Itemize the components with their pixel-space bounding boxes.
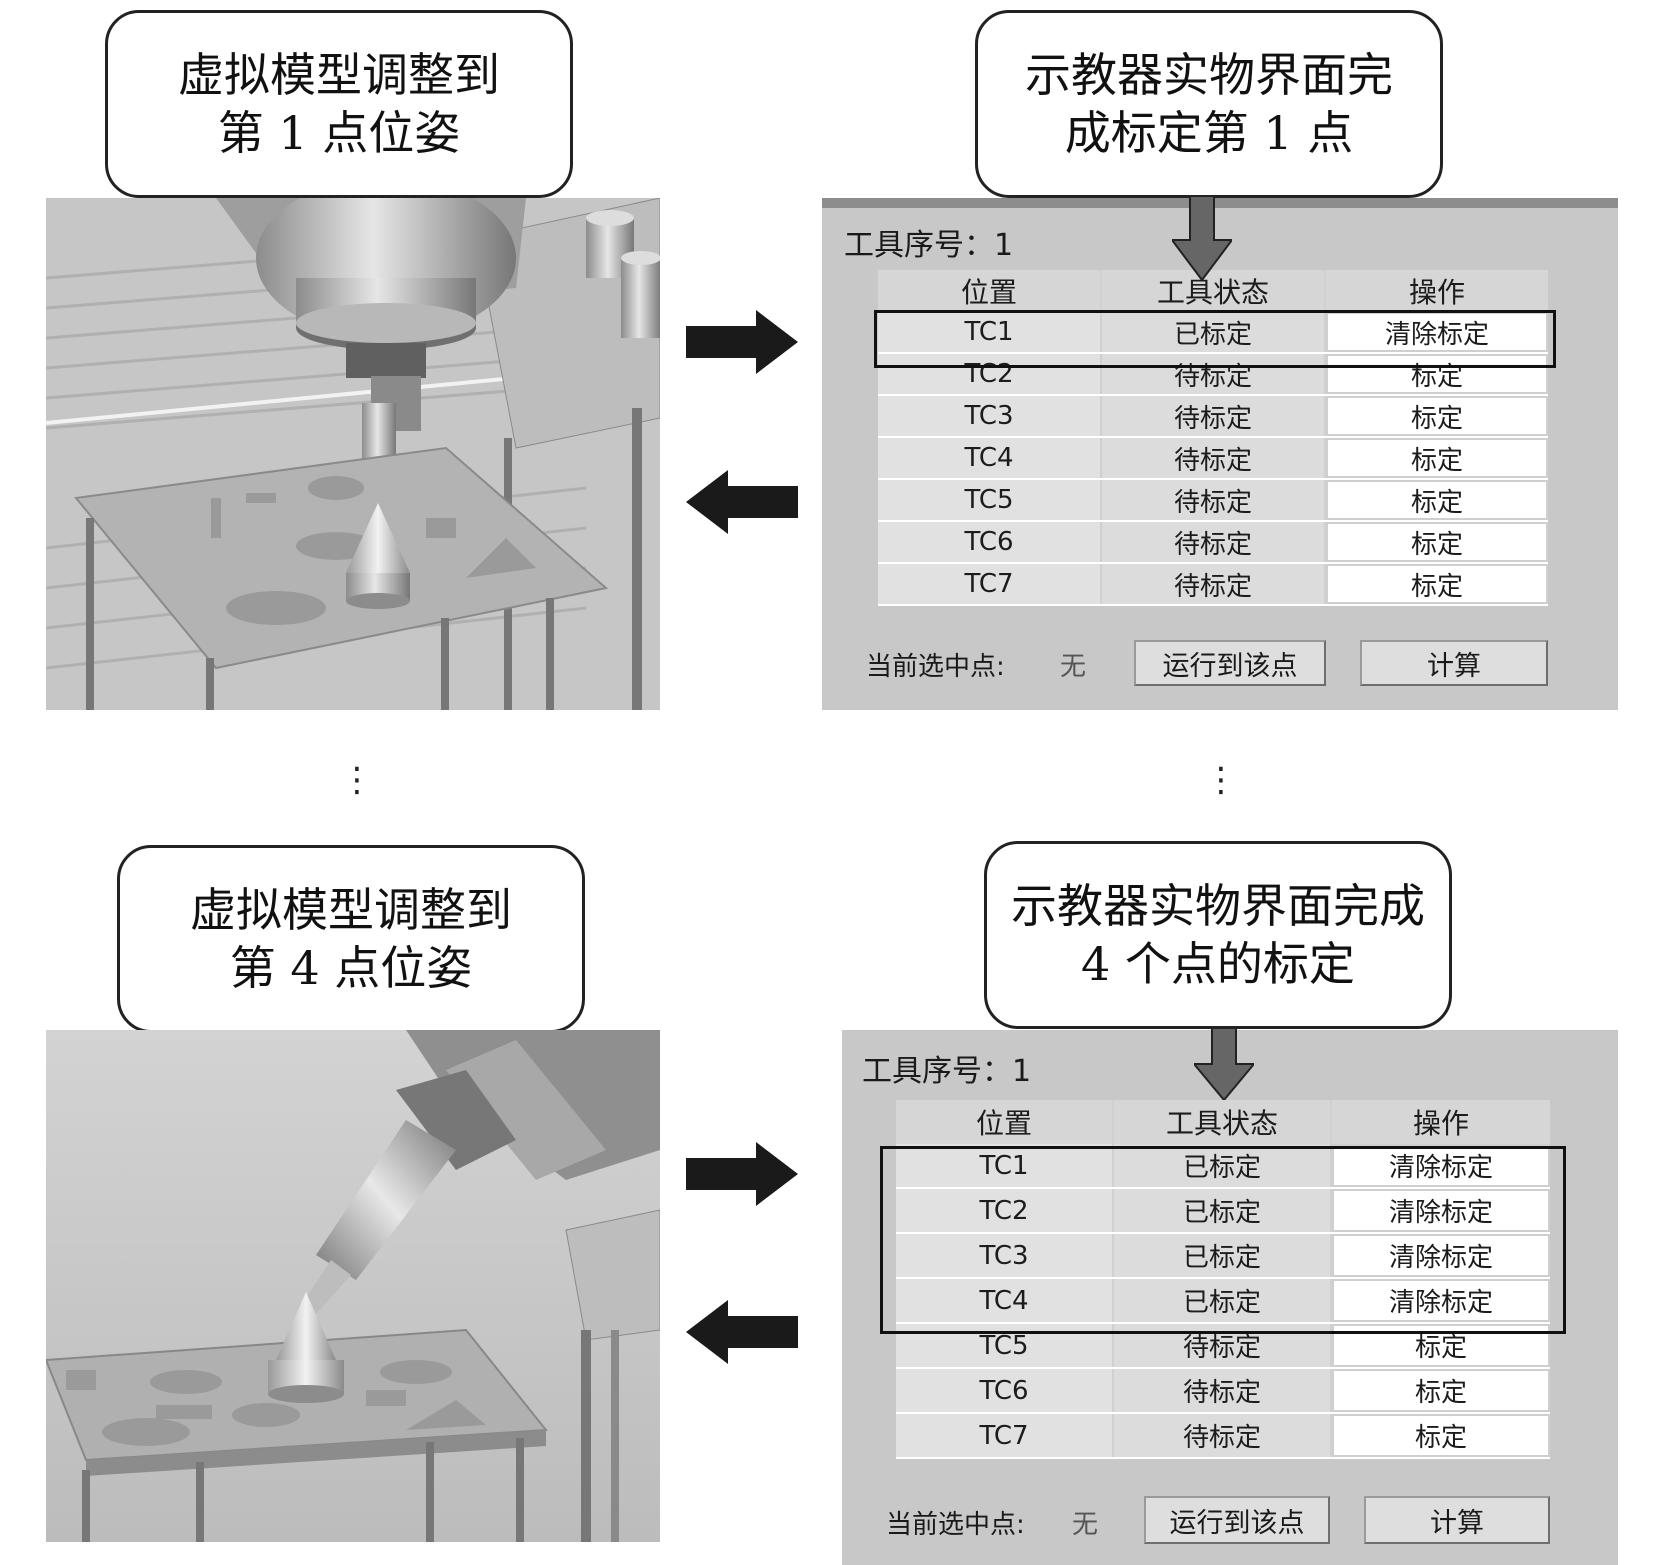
- left-arrow-icon: [686, 1300, 798, 1364]
- clear-calibration-button[interactable]: 清除标定: [1326, 312, 1548, 352]
- run-to-point-button[interactable]: 运行到该点: [1134, 640, 1326, 686]
- position-cell: TC6: [878, 522, 1102, 562]
- header-position: 位置: [896, 1100, 1114, 1144]
- ellipsis-right: ⋮: [1204, 760, 1238, 800]
- down-arrow-icon: [1172, 196, 1232, 280]
- position-cell: TC3: [878, 396, 1102, 436]
- calibrate-button[interactable]: 标定: [1326, 522, 1548, 562]
- tool-state-cell: 已标定: [1114, 1189, 1332, 1232]
- tool-state-cell: 待标定: [1102, 396, 1326, 436]
- position-cell: TC4: [878, 438, 1102, 478]
- callout-line-1: 示教器实物界面完: [1025, 48, 1393, 102]
- ellipsis-left: ⋮: [340, 760, 374, 800]
- callout-line-1: 虚拟模型调整到: [190, 883, 512, 937]
- callout-line-2: 第 1 点位姿: [217, 106, 461, 160]
- virtual-robot-scene-point-1: [46, 198, 660, 710]
- position-cell: TC6: [896, 1369, 1114, 1412]
- callout-virtual-model-point-4: 虚拟模型调整到 第 4 点位姿: [117, 845, 585, 1033]
- tool-number-label: 工具序号：1: [862, 1054, 1032, 1089]
- highlight-calibrated-rows: [874, 310, 1556, 368]
- position-cell: TC1: [896, 1144, 1114, 1187]
- clear-calibration-button[interactable]: 清除标定: [1332, 1279, 1550, 1322]
- tool-state-cell: 待标定: [1102, 564, 1326, 604]
- table-header: 位置 工具状态 操作: [896, 1100, 1550, 1144]
- tool-state-cell: 已标定: [1114, 1144, 1332, 1187]
- callout-line-1: 虚拟模型调整到: [178, 48, 500, 102]
- position-cell: TC7: [878, 564, 1102, 604]
- position-cell: TC7: [896, 1414, 1114, 1457]
- callout-line-2: 第 4 点位姿: [229, 941, 473, 995]
- current-point-value: 无: [1072, 1510, 1099, 1540]
- tool-state-cell: 待标定: [1102, 438, 1326, 478]
- table-header: 位置 工具状态 操作: [878, 270, 1548, 312]
- header-tool-state: 工具状态: [1102, 270, 1326, 312]
- tool-state-cell: 待标定: [1114, 1414, 1332, 1457]
- position-cell: TC2: [896, 1189, 1114, 1232]
- callout-line-1: 示教器实物界面完成: [1011, 879, 1425, 933]
- position-cell: TC3: [896, 1234, 1114, 1277]
- virtual-robot-scene-point-4: [46, 1030, 660, 1542]
- calibrate-button[interactable]: 标定: [1332, 1369, 1550, 1412]
- position-cell: TC5: [878, 480, 1102, 520]
- callout-line-2: 成标定第 1 点: [1064, 106, 1354, 160]
- header-position: 位置: [878, 270, 1102, 312]
- header-operation: 操作: [1326, 270, 1548, 312]
- calibrate-button[interactable]: 标定: [1326, 564, 1548, 604]
- position-cell: TC4: [896, 1279, 1114, 1322]
- calibrate-button[interactable]: 标定: [1326, 480, 1548, 520]
- calibrate-button[interactable]: 标定: [1332, 1414, 1550, 1457]
- callout-pendant-four-points: 示教器实物界面完成 4 个点的标定: [984, 841, 1452, 1029]
- header-operation: 操作: [1332, 1100, 1550, 1144]
- current-point-label: 当前选中点:: [866, 652, 1005, 682]
- left-arrow-icon: [686, 470, 798, 534]
- callout-line-2: 4 个点的标定: [1081, 937, 1355, 991]
- calibrate-button[interactable]: 标定: [1326, 438, 1548, 478]
- highlight-calibrated-rows: [880, 1146, 1566, 1334]
- tool-state-cell: 已标定: [1114, 1279, 1332, 1322]
- panel-title-strip: [822, 198, 1618, 208]
- position-cell: TC1: [878, 312, 1102, 352]
- right-arrow-icon: [686, 310, 798, 374]
- calibrate-button[interactable]: 标定: [1326, 354, 1548, 394]
- tool-state-cell: 已标定: [1102, 312, 1326, 352]
- clear-calibration-button[interactable]: 清除标定: [1332, 1234, 1550, 1277]
- position-cell: TC2: [878, 354, 1102, 394]
- calibrate-button[interactable]: 标定: [1326, 396, 1548, 436]
- current-point-value: 无: [1060, 652, 1087, 682]
- tool-state-cell: 待标定: [1102, 480, 1326, 520]
- callout-virtual-model-point-1: 虚拟模型调整到 第 1 点位姿: [105, 10, 573, 198]
- run-to-point-button[interactable]: 运行到该点: [1144, 1496, 1330, 1544]
- calculate-button[interactable]: 计算: [1360, 640, 1548, 686]
- calculate-button[interactable]: 计算: [1364, 1496, 1550, 1544]
- tool-state-cell: 待标定: [1114, 1369, 1332, 1412]
- tool-state-cell: 已标定: [1114, 1234, 1332, 1277]
- current-point-label: 当前选中点:: [886, 1510, 1025, 1540]
- header-tool-state: 工具状态: [1114, 1100, 1332, 1144]
- clear-calibration-button[interactable]: 清除标定: [1332, 1144, 1550, 1187]
- clear-calibration-button[interactable]: 清除标定: [1332, 1189, 1550, 1232]
- right-arrow-icon: [686, 1142, 798, 1206]
- callout-pendant-point-1: 示教器实物界面完 成标定第 1 点: [975, 10, 1443, 198]
- tool-state-cell: 待标定: [1102, 522, 1326, 562]
- tool-number-label: 工具序号：1: [844, 228, 1014, 263]
- down-arrow-icon: [1194, 1028, 1254, 1100]
